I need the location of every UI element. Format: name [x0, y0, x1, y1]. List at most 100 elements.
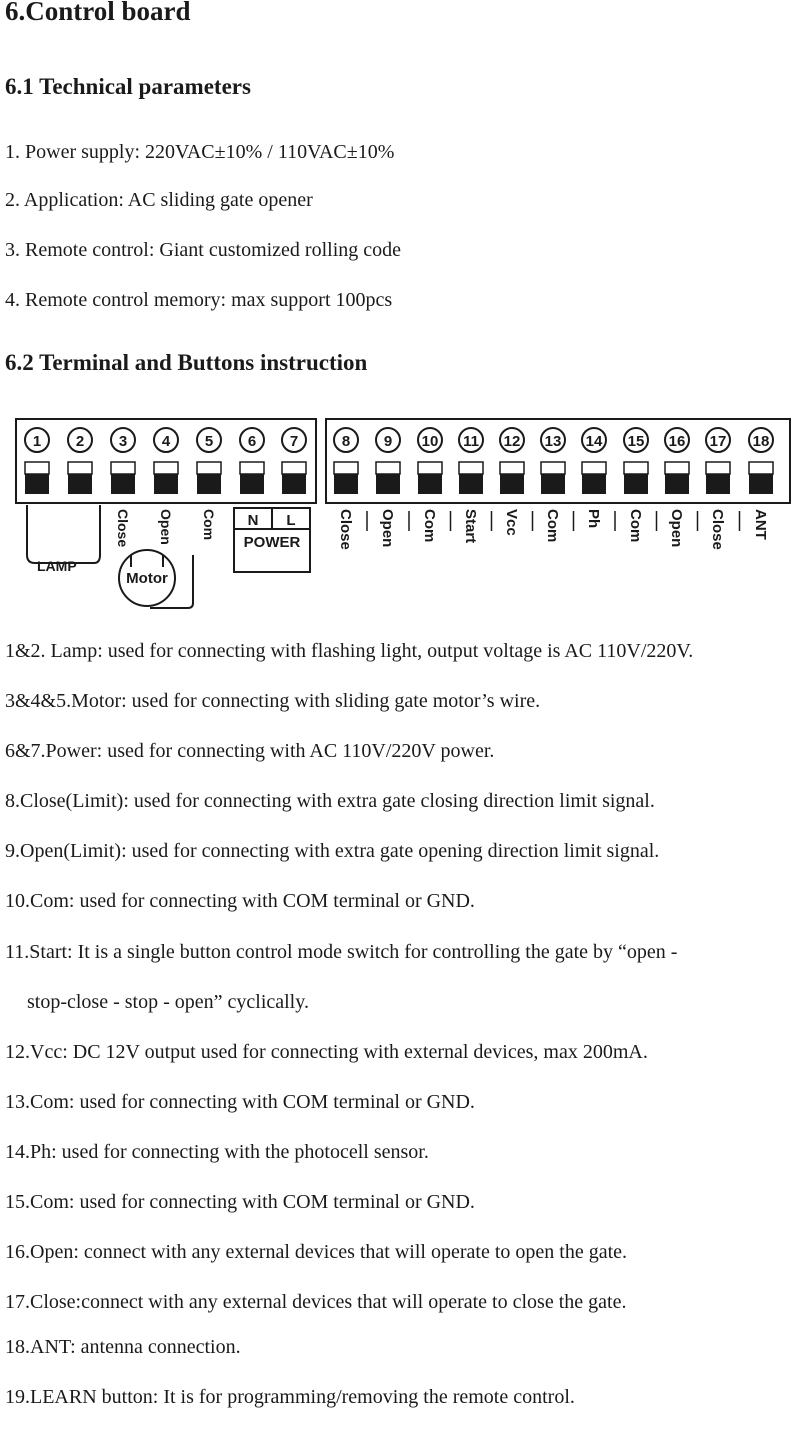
terminal-number: 2	[76, 433, 84, 450]
terminal-screw	[282, 474, 306, 494]
terminal-number-circle	[239, 427, 265, 453]
param-item: 2. Application: AC sliding gate opener	[5, 189, 313, 211]
terminal-number-circle	[110, 427, 136, 453]
terminal-screw-top	[375, 461, 401, 475]
terminal-description: stop-close - stop - open” cyclically.	[27, 991, 309, 1013]
power-n-label: N	[248, 512, 259, 529]
terminal-screw	[582, 474, 606, 494]
terminal-label: Com	[201, 509, 217, 540]
terminal-label: Com	[544, 509, 561, 542]
terminal-screw-top	[417, 461, 443, 475]
terminal-label: Open	[158, 509, 174, 545]
motor-circle	[118, 549, 176, 607]
terminal-number-circle	[196, 427, 222, 453]
terminal-label: Vcc	[503, 509, 520, 536]
terminal-number: 12	[504, 433, 521, 450]
terminal-number: 5	[205, 433, 213, 450]
terminal-screw-top	[748, 461, 774, 475]
terminal-screw-top	[664, 461, 690, 475]
terminal-label: Com	[627, 509, 644, 542]
terminal-label: Open	[668, 509, 685, 547]
power-label: POWER	[244, 534, 301, 551]
terminal-screw	[418, 474, 442, 494]
terminal-label: Close	[337, 509, 354, 550]
terminal-screw-top	[281, 461, 307, 475]
terminal-screw	[665, 474, 689, 494]
right-terminal-block	[325, 418, 791, 504]
terminal-number: 10	[422, 433, 439, 450]
terminal-screw-top	[153, 461, 179, 475]
power-l-label: L	[286, 512, 295, 529]
terminal-screw-top	[333, 461, 359, 475]
terminal-number: 11	[463, 433, 479, 450]
terminal-description: 12.Vcc: DC 12V output used for connectin…	[5, 1041, 648, 1063]
terminal-number: 7	[290, 433, 298, 450]
param-item: 3. Remote control: Giant customized roll…	[5, 239, 402, 261]
terminal-label: ANT	[752, 509, 769, 540]
terminal-description: 13.Com: used for connecting with COM ter…	[5, 1091, 475, 1113]
terminal-number-circle	[375, 427, 401, 453]
terminal-description: 6&7.Power: used for connecting with AC 1…	[5, 740, 495, 762]
terminal-description: 18.ANT: antenna connection.	[5, 1336, 241, 1358]
terminal-label: Com	[421, 509, 438, 542]
terminal-screw	[68, 474, 92, 494]
terminal-number-circle	[705, 427, 731, 453]
terminal-screw-top	[623, 461, 649, 475]
terminal-label: Start	[462, 509, 479, 543]
terminal-description: 11.Start: It is a single button control …	[5, 941, 678, 963]
terminal-description: 15.Com: used for connecting with COM ter…	[5, 1191, 475, 1213]
terminal-number: 9	[384, 433, 392, 450]
terminal-screw-top	[196, 461, 222, 475]
terminal-screw	[25, 474, 49, 494]
terminal-number: 13	[545, 433, 562, 450]
terminal-number-circle	[623, 427, 649, 453]
terminal-number: 18	[753, 433, 770, 450]
terminal-number: 14	[586, 433, 603, 450]
param-item: 4. Remote control memory: max support 10…	[5, 289, 393, 311]
terminal-number-circle	[153, 427, 179, 453]
terminal-screw-top	[110, 461, 136, 475]
terminal-description: 9.Open(Limit): used for connecting with …	[5, 840, 660, 862]
lamp-wire	[26, 505, 101, 564]
page-title: 6.Control board	[5, 0, 191, 26]
terminal-label: Open	[379, 509, 396, 547]
terminal-screw	[706, 474, 730, 494]
terminal-screw	[240, 474, 264, 494]
terminal-screw-top	[705, 461, 731, 475]
terminal-screw	[749, 474, 773, 494]
section-heading-terminals: 6.2 Terminal and Buttons instruction	[5, 350, 368, 375]
terminal-screw-top	[24, 461, 50, 475]
terminal-description: 14.Ph: used for connecting with the phot…	[5, 1141, 429, 1163]
terminal-screw-top	[239, 461, 265, 475]
terminal-number-circle	[333, 427, 359, 453]
terminal-number-circle	[417, 427, 443, 453]
terminal-screw	[376, 474, 400, 494]
terminal-number-circle	[540, 427, 566, 453]
terminal-screw-top	[458, 461, 484, 475]
terminal-number-circle	[24, 427, 50, 453]
terminal-number-circle	[281, 427, 307, 453]
terminal-number-circle	[664, 427, 690, 453]
left-terminal-block	[15, 418, 317, 504]
terminal-label: Ph	[585, 509, 602, 528]
terminal-description: 10.Com: used for connecting with COM ter…	[5, 890, 475, 912]
terminal-description: 17.Close:connect with any external devic…	[5, 1291, 627, 1313]
terminal-description: 3&4&5.Motor: used for connecting with sl…	[5, 690, 541, 712]
terminal-description: 19.LEARN button: It is for programming/r…	[5, 1386, 575, 1408]
terminal-description: 1&2. Lamp: used for connecting with flas…	[5, 640, 694, 662]
terminal-screw	[541, 474, 565, 494]
terminal-label: Close	[115, 509, 131, 547]
terminal-screw	[334, 474, 358, 494]
terminal-label: Close	[709, 509, 726, 550]
terminal-number-circle	[67, 427, 93, 453]
terminal-screw-top	[581, 461, 607, 475]
terminal-screw-top	[67, 461, 93, 475]
terminal-number-circle	[581, 427, 607, 453]
terminal-screw	[500, 474, 524, 494]
terminal-number: 6	[248, 433, 256, 450]
terminal-number: 3	[119, 433, 127, 450]
terminal-description: 16.Open: connect with any external devic…	[5, 1241, 628, 1263]
terminal-screw-top	[499, 461, 525, 475]
terminal-number: 16	[669, 433, 686, 450]
